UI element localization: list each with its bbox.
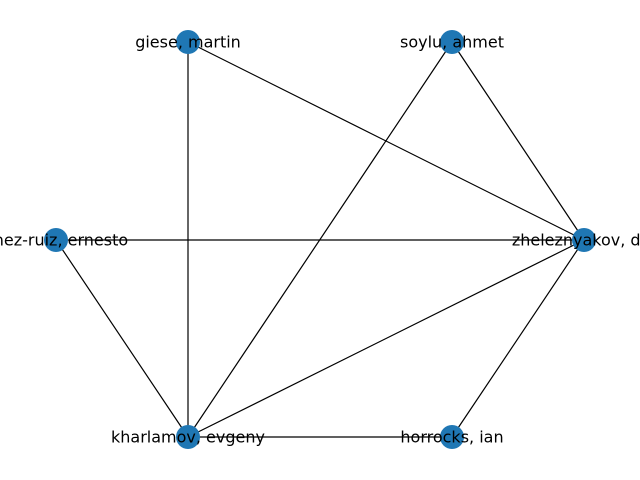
node-zheleznyakov (572, 228, 596, 252)
label-layer: giese, martin soylu, ahmet zheleznyakov, d… (0, 33, 640, 447)
edge-soylu-zheleznyakov (451, 41, 585, 241)
node-label-jimenez: enez-ruiz, ernesto (0, 231, 128, 250)
node-label-giese: giese, martin (135, 33, 241, 52)
node-label-horrocks: horrocks, ian (400, 428, 503, 447)
node-soylu (440, 30, 464, 54)
node-jimenez (44, 228, 68, 252)
edge-layer (55, 41, 585, 438)
node-giese (176, 30, 200, 54)
node-horrocks (440, 425, 464, 449)
node-label-kharlamov: kharlamov, evgeny (111, 428, 265, 447)
node-label-zheleznyakov: zheleznyakov, dm (512, 231, 640, 250)
edge-zheleznyakov-horrocks (451, 239, 585, 438)
node-layer (44, 30, 596, 449)
edge-jimenez-kharlamov (55, 239, 189, 438)
node-label-soylu: soylu, ahmet (400, 33, 504, 52)
edge-kharlamov-zheleznyakov (187, 239, 585, 438)
node-kharlamov (176, 425, 200, 449)
